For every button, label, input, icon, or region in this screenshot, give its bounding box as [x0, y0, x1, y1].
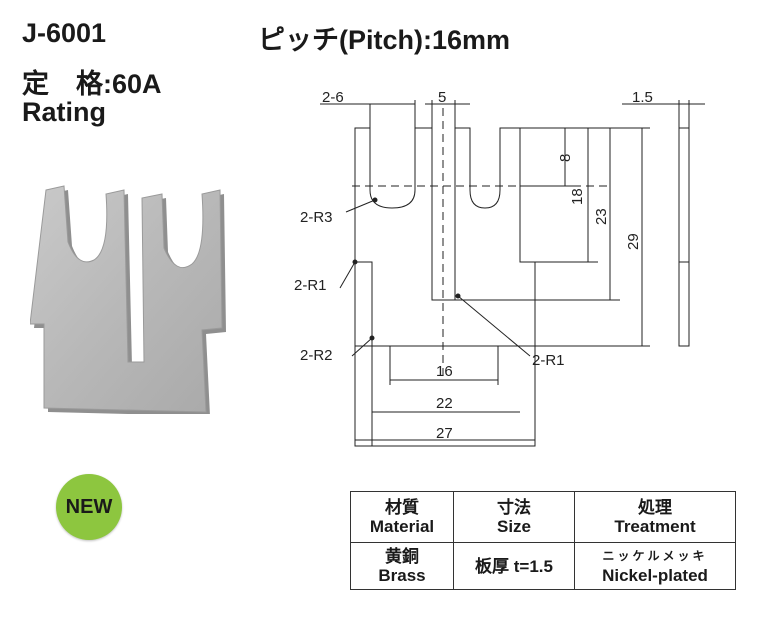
- header-material-jp: 材質: [385, 498, 419, 517]
- pitch-label: ピッチ(Pitch):16mm: [258, 25, 511, 55]
- treatment-jp: ニッケルメッキ: [602, 549, 708, 563]
- rating-label-en: Rating: [22, 97, 106, 127]
- part-illustration: [30, 185, 226, 414]
- material-en: Brass: [378, 566, 426, 585]
- side-view: [678, 127, 690, 347]
- header-material-en: Material: [369, 517, 435, 536]
- dim-v3: 23: [593, 208, 610, 225]
- header-treatment-jp: 処理: [638, 498, 672, 517]
- dim-r1-right: 2-R1: [532, 352, 565, 369]
- technical-drawing: 2-6 5 1.5 8 18 23 29 2-R3 2-R1 2-R2 2-R1…: [294, 89, 705, 447]
- rating-label-jp: 定 格:60A: [22, 69, 162, 99]
- material-jp: 黄銅: [385, 547, 419, 566]
- dim-w27: 27: [436, 425, 453, 442]
- part-outline: [354, 127, 536, 447]
- dim-r1-left: 2-R1: [294, 277, 327, 294]
- header-treatment-en: Treatment: [614, 517, 696, 536]
- dim-w22: 22: [436, 395, 453, 412]
- dim-v2: 18: [569, 188, 586, 205]
- header-size-jp: 寸法: [497, 498, 531, 517]
- treatment-en: Nickel-plated: [602, 566, 708, 585]
- header-size-en: Size: [496, 517, 532, 536]
- dim-top-left: 2-6: [322, 89, 344, 106]
- dim-v4: 29: [625, 233, 642, 250]
- model-number: J-6001: [22, 18, 107, 48]
- dim-r2: 2-R2: [300, 347, 333, 364]
- size-value: 板厚 t=1.5: [475, 556, 553, 576]
- new-badge: NEW: [56, 474, 122, 540]
- dim-v1: 8: [557, 154, 574, 162]
- dim-r3: 2-R3: [300, 209, 333, 226]
- dim-w16: 16: [436, 363, 453, 380]
- dim-top-right: 1.5: [632, 89, 653, 106]
- dim-top-center: 5: [438, 89, 446, 106]
